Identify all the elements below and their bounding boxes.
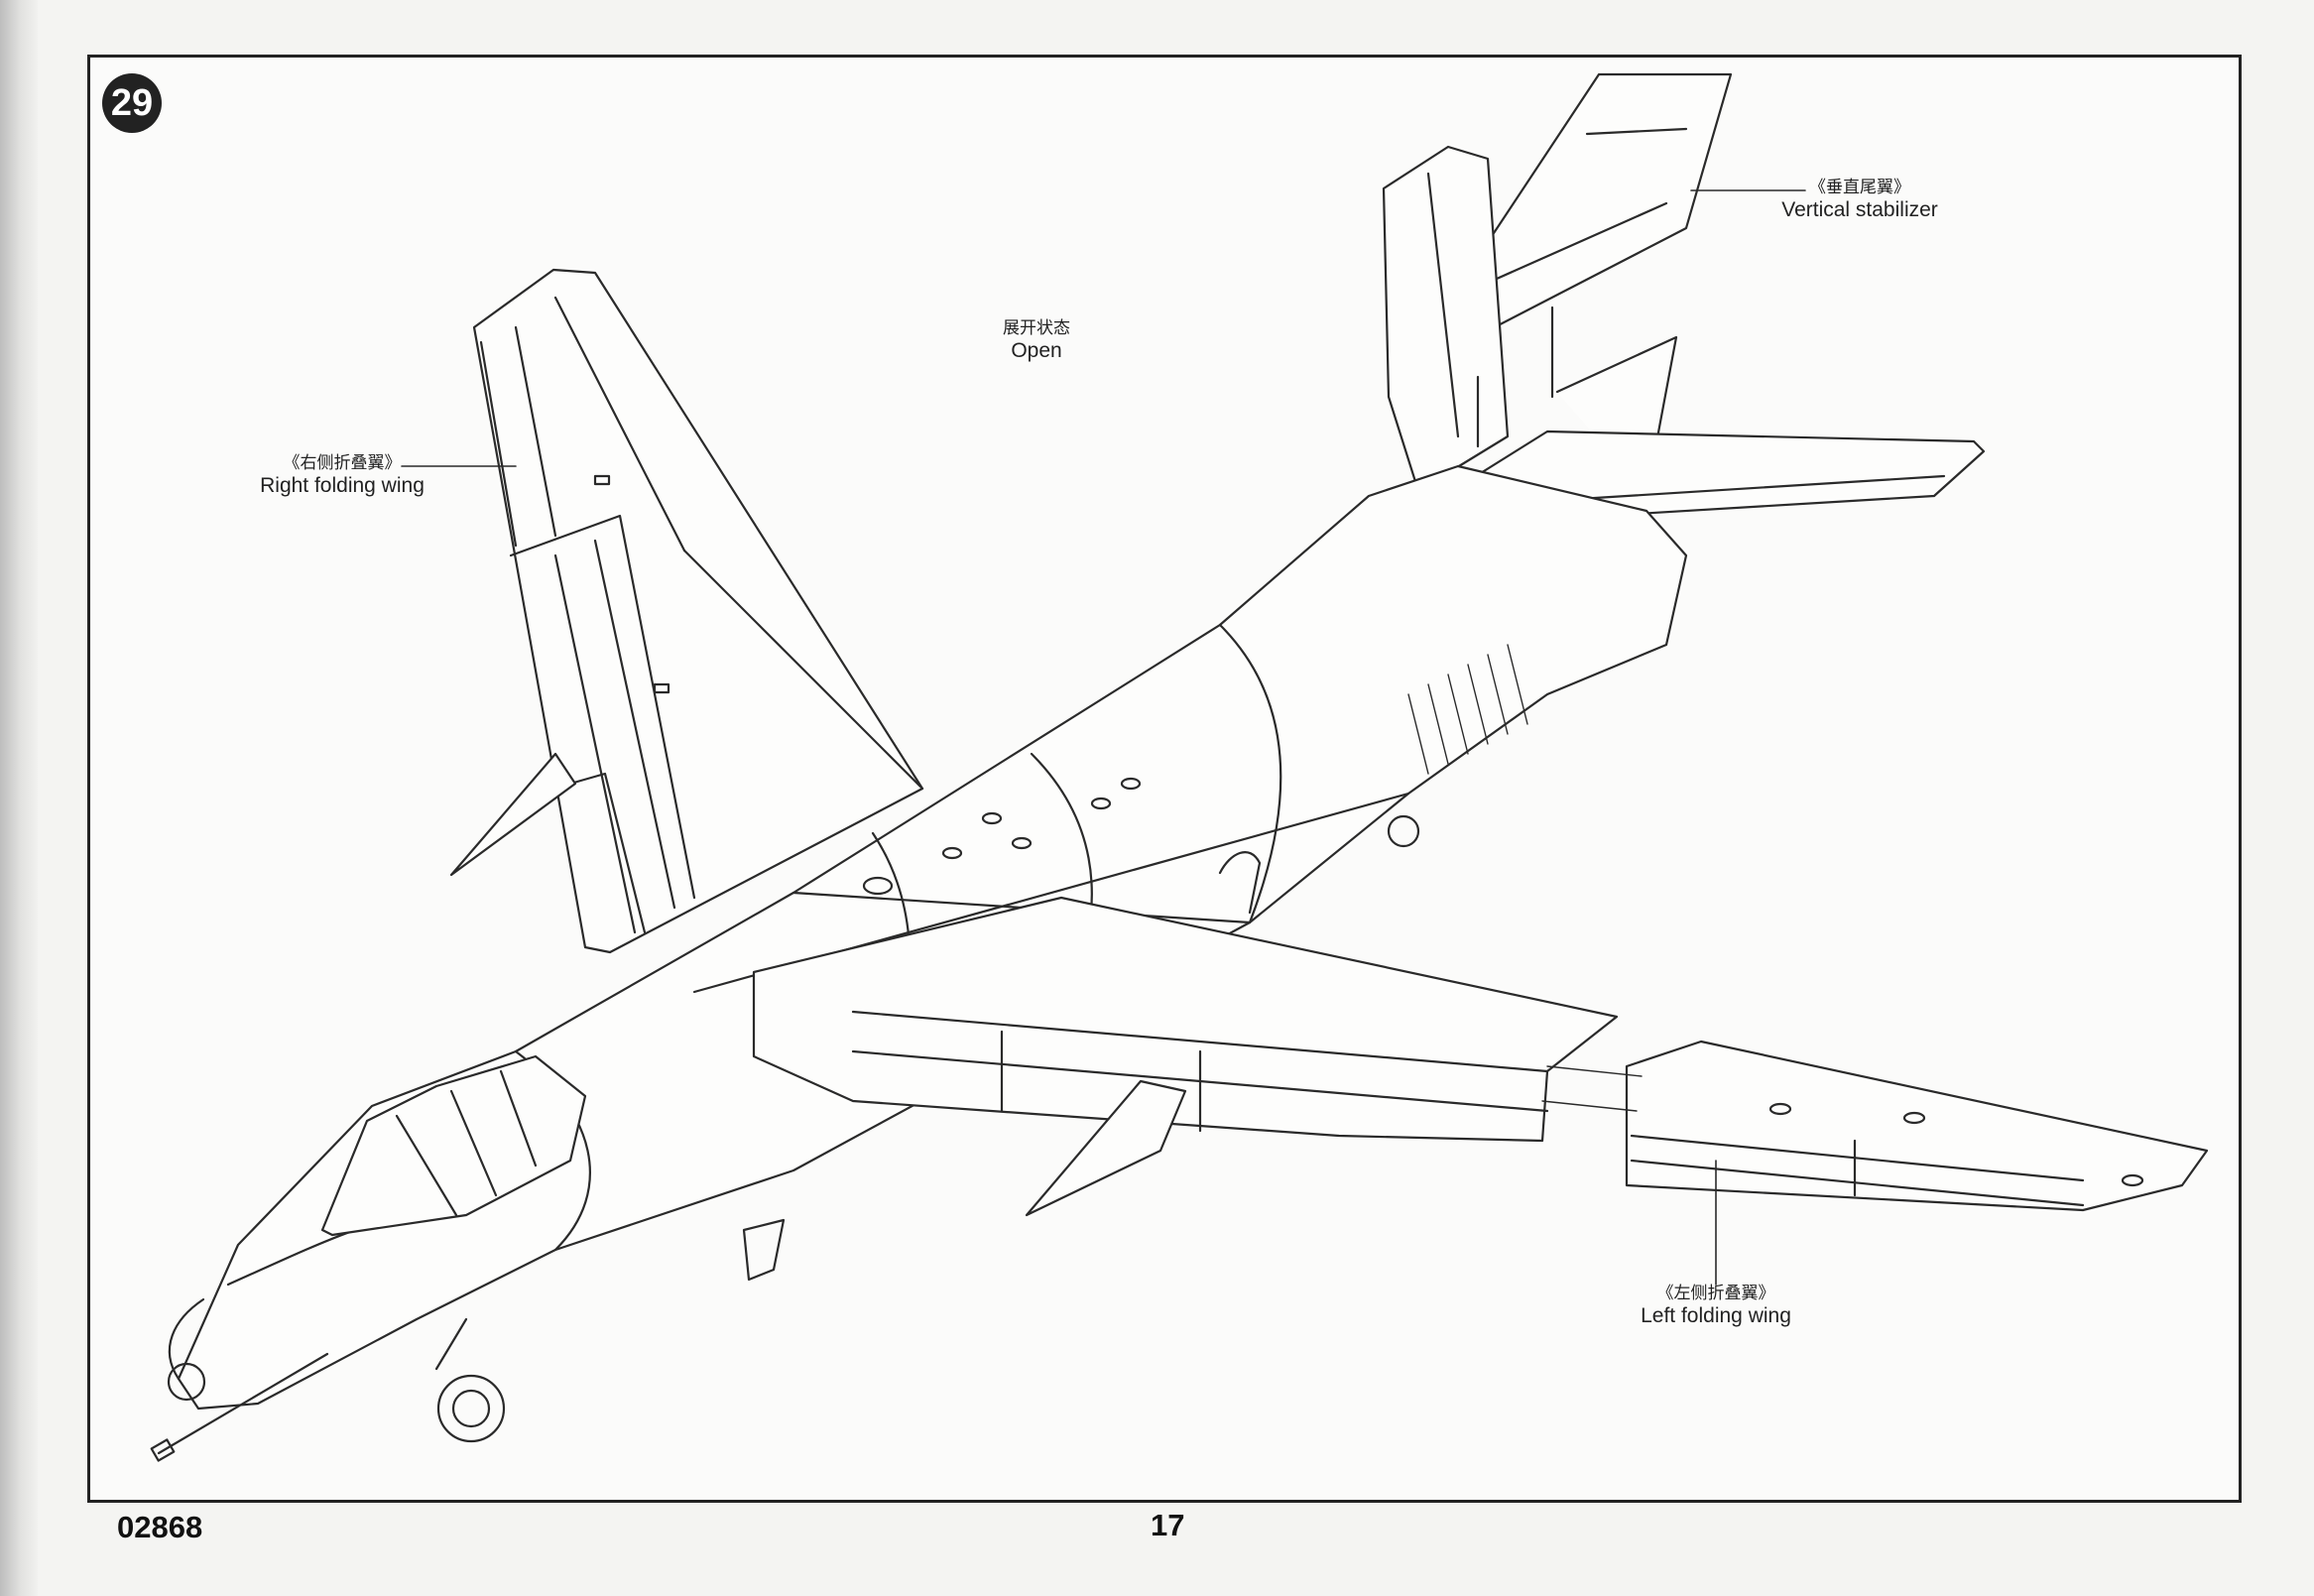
leader-lines — [401, 189, 1806, 1286]
book-binding-shadow — [0, 0, 38, 1596]
left-wing-en: Left folding wing — [1641, 1303, 1791, 1327]
vertical-stabilizer-en: Vertical stabilizer — [1781, 197, 1938, 221]
state-label-cn: 展开状态 — [1003, 318, 1070, 338]
state-label-en: Open — [1011, 338, 1062, 362]
left-wing-cn: 《左侧折叠翼》 — [1656, 1284, 1775, 1303]
step-number-badge: 29 — [102, 73, 162, 133]
vertical-stabilizer-cn: 《垂直尾翼》 — [1809, 178, 1910, 197]
right-wing-en: Right folding wing — [260, 473, 425, 497]
left-folding-wing-drawing — [752, 896, 2209, 1217]
vertical-stabilizer-callout: 《垂直尾翼》 Vertical stabilizer — [1766, 178, 1954, 222]
page-number: 17 — [1151, 1508, 1185, 1542]
right-wing-cn: 《右侧折叠翼》 — [283, 453, 402, 473]
right-wing-callout: 《右侧折叠翼》 Right folding wing — [248, 453, 436, 498]
state-label: 展开状态 Open — [982, 318, 1091, 363]
step-number: 29 — [110, 81, 154, 124]
vertical-stabilizer-drawing — [1382, 72, 1986, 528]
kit-code: 02868 — [117, 1510, 203, 1544]
left-wing-callout: 《左侧折叠翼》 Left folding wing — [1622, 1284, 1810, 1328]
right-folding-wing-drawing — [449, 268, 924, 954]
